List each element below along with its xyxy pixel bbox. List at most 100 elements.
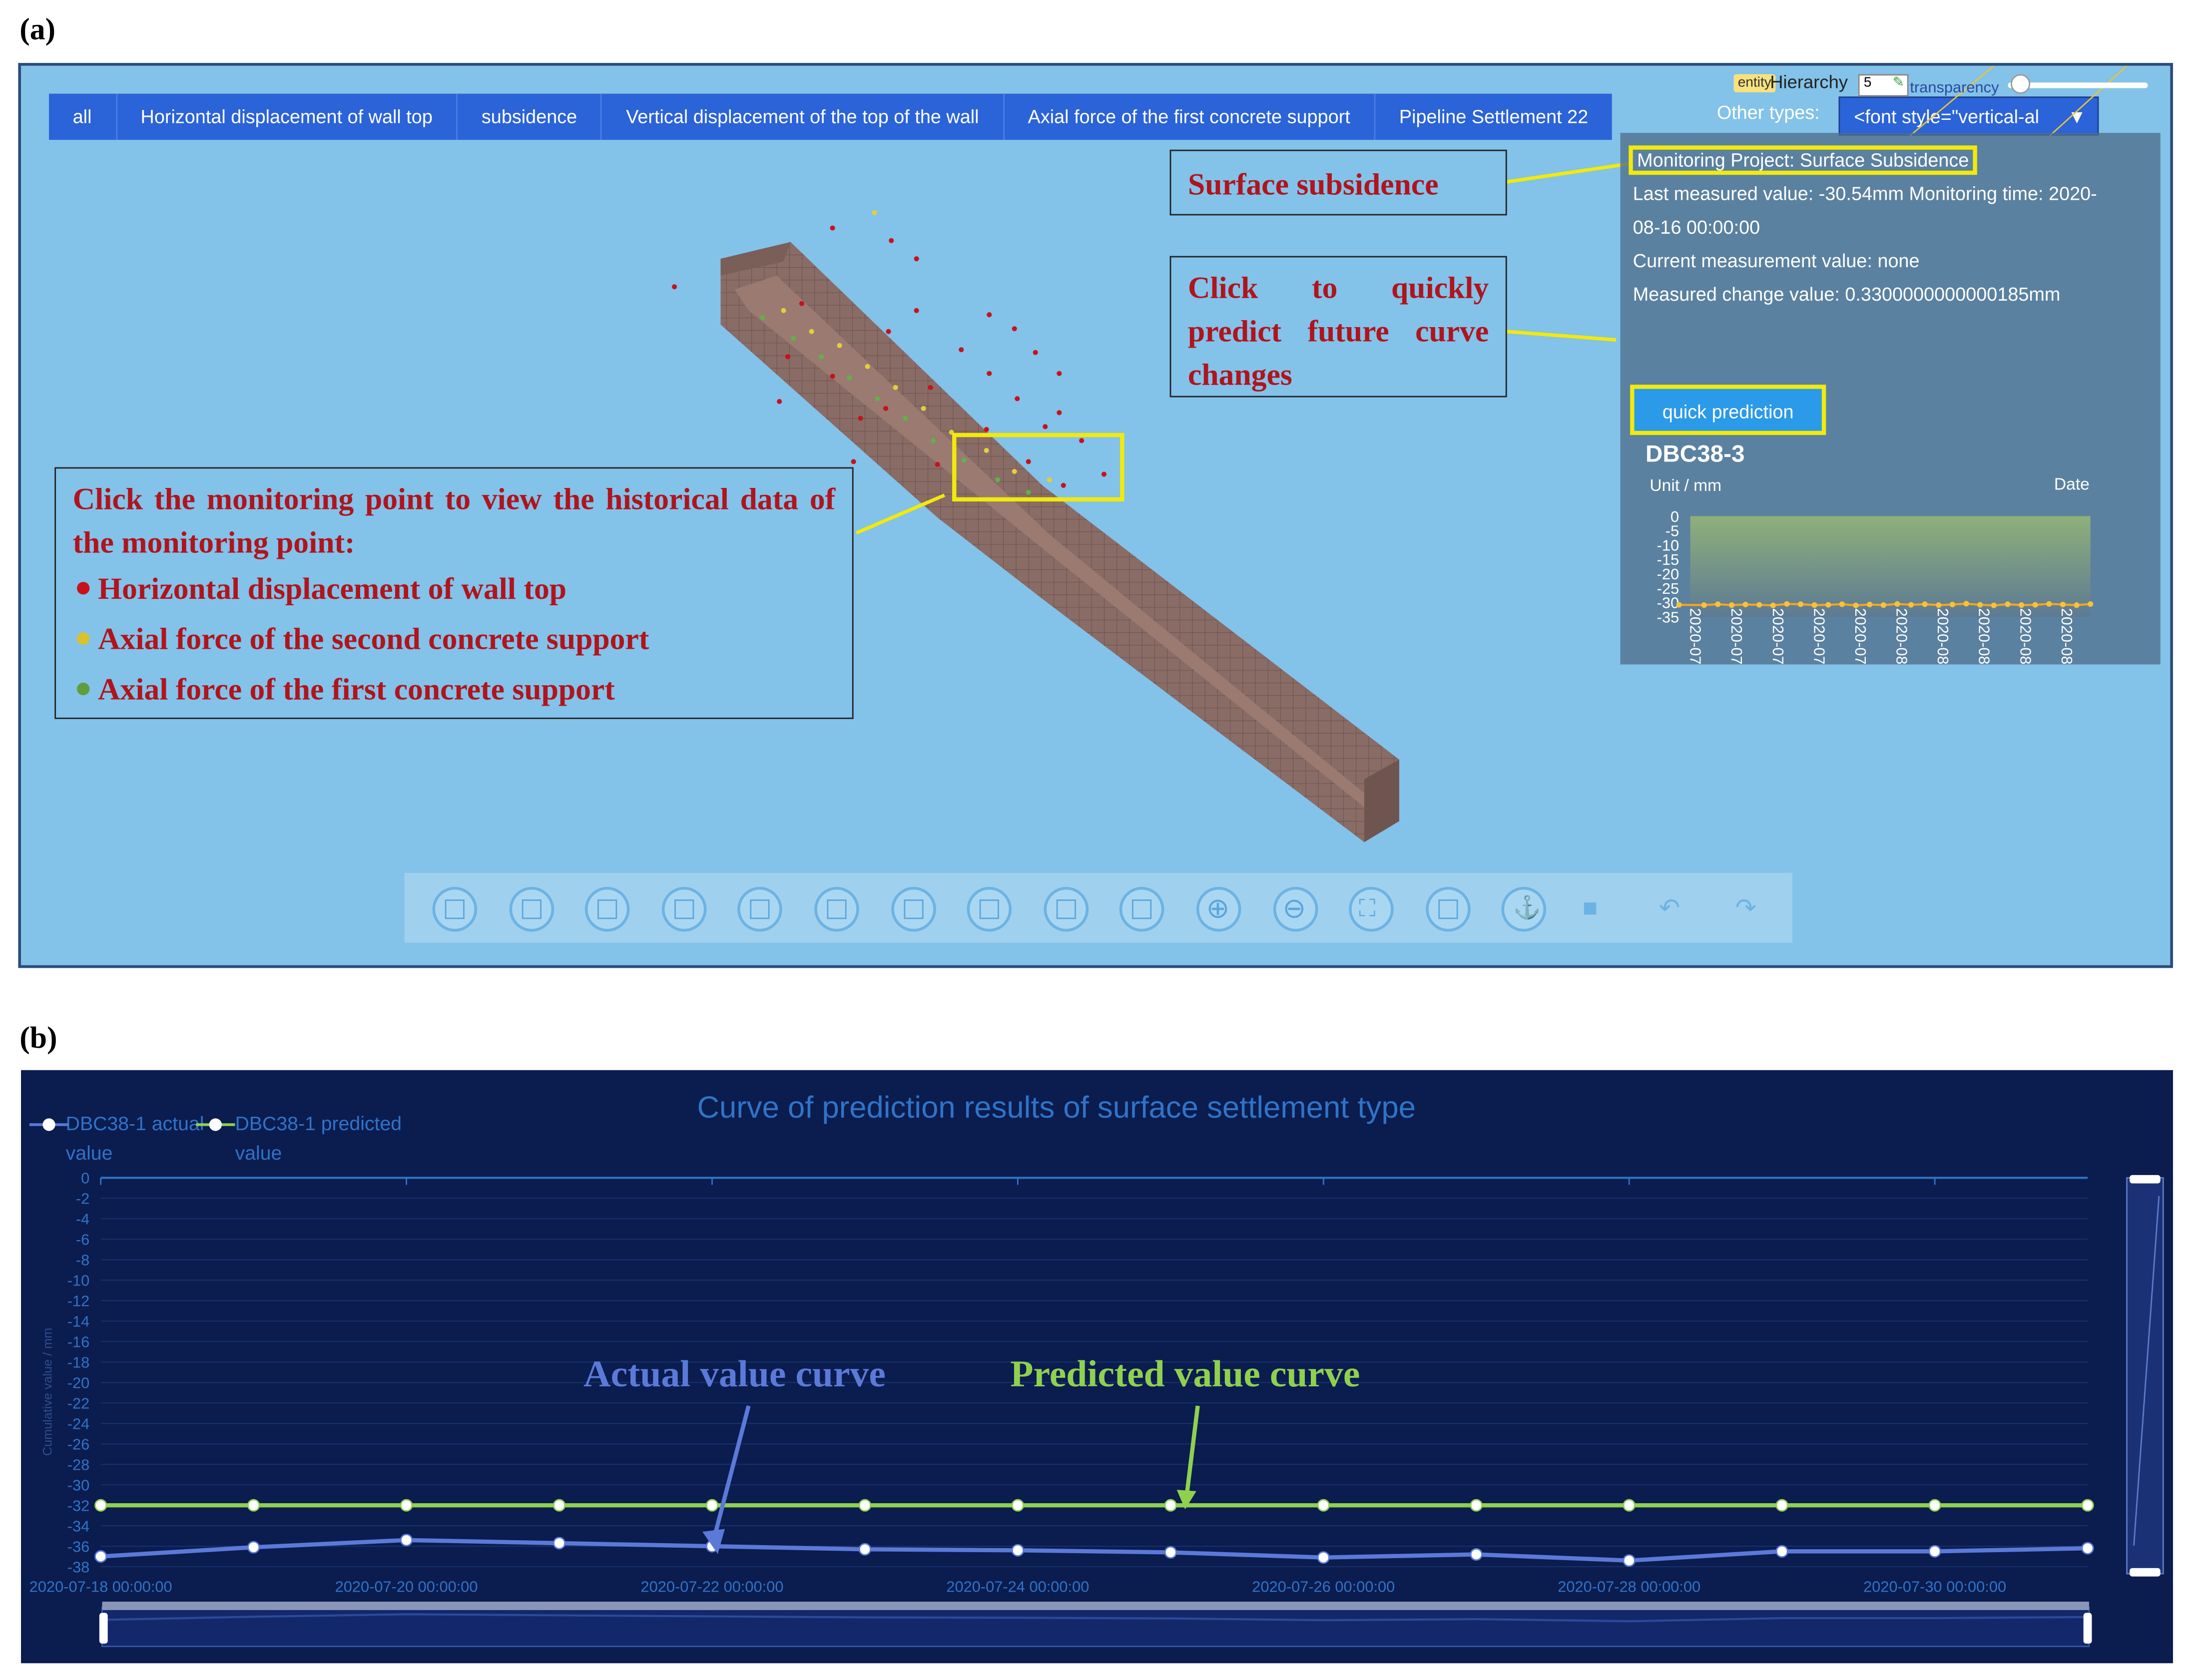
arrow-to-quick-prediction xyxy=(1507,330,1617,342)
actual-value-line xyxy=(100,1538,2088,1563)
arrow-to-points xyxy=(855,493,946,535)
mini-x-tick: 2020-07-24 xyxy=(1769,608,1787,665)
monitoring-point-red xyxy=(1061,482,1066,488)
tab-subsidence[interactable]: subsidence xyxy=(458,93,602,140)
predicted-value-point xyxy=(1470,1499,1483,1512)
mini-x-tick: 2020-07-21 xyxy=(1728,608,1745,665)
view-iso-1-button[interactable] xyxy=(891,886,936,932)
monitoring-info-panel: Monitoring Project: Surface Subsidence L… xyxy=(1620,133,2161,665)
other-types-select[interactable]: <font style="vertical-al ▼ xyxy=(1838,96,2099,136)
section-box-icon xyxy=(1438,899,1458,919)
view-front-icon xyxy=(445,899,465,919)
hierarchy-input[interactable]: 5 ✎ xyxy=(1858,74,1909,97)
wall-bottom-end xyxy=(1364,759,1399,842)
walk-mode-button[interactable]: ⚓ xyxy=(1502,886,1547,932)
y-tick-label: -14 xyxy=(67,1313,90,1330)
prediction-line-chart[interactable]: Cumulative value / mm 0-2-4-6-8-10-12-14… xyxy=(21,1070,2173,1664)
legend-predicted[interactable]: DBC38-1 predicted value xyxy=(196,1109,403,1168)
view-iso-1-icon xyxy=(903,899,923,919)
tab-all[interactable]: all xyxy=(49,93,117,140)
view-top-button[interactable] xyxy=(738,886,783,932)
monitoring-point-yellow xyxy=(872,210,877,215)
tab-pipeline-settlement[interactable]: Pipeline Settlement 22 xyxy=(1399,106,1589,127)
monitoring-point-red xyxy=(858,416,863,421)
monitoring-point-red xyxy=(672,284,677,290)
prediction-chart-panel: Curve of prediction results of surface s… xyxy=(21,1070,2173,1664)
monitoring-point-green xyxy=(1026,489,1031,495)
rotate-right-icon: ↷ xyxy=(1735,893,1757,922)
mini-series-point xyxy=(1949,601,1956,608)
view-front-button[interactable] xyxy=(432,886,478,932)
mini-chart-unit: Unit / mm xyxy=(1649,475,1722,495)
monitoring-point-yellow xyxy=(893,385,898,390)
zoom-in-icon: ⊕ xyxy=(1206,893,1230,925)
actual-value-point xyxy=(1623,1554,1636,1567)
data-zoom-slider-bar xyxy=(102,1602,2089,1610)
view-iso-4-button[interactable] xyxy=(1119,886,1165,932)
legend-actual[interactable]: DBC38-1 actual value xyxy=(29,1109,206,1168)
predicted-value-point xyxy=(400,1499,413,1512)
actual-value-point xyxy=(552,1537,566,1550)
mini-x-tick: 2020-08-02 xyxy=(1893,608,1911,665)
annotation-click-to-predict: Click to quickly predict future curve ch… xyxy=(1169,256,1507,398)
tab-vertical-displacement[interactable]: Vertical displacement of the top of the … xyxy=(602,93,1004,140)
bim-3d-viewer[interactable]: all Horizontal displacement of wall top … xyxy=(18,63,2173,968)
predicted-value-point xyxy=(858,1499,872,1512)
rotate-left-button[interactable]: ↶ xyxy=(1654,887,1699,932)
section-box-button[interactable] xyxy=(1425,886,1471,932)
monitoring-point-red xyxy=(799,301,805,306)
y-tick-label: -8 xyxy=(76,1252,89,1269)
predicted-value-point xyxy=(1011,1499,1025,1512)
panel-a-label: (a) xyxy=(19,11,56,46)
predicted-value-point xyxy=(2081,1499,2094,1512)
tab-axial-force-first-support[interactable]: Axial force of the first concrete suppor… xyxy=(1004,93,1376,140)
vertical-zoom-handle-bottom xyxy=(2130,1568,2161,1577)
transparency-slider-thumb[interactable] xyxy=(2011,74,2031,94)
info-last-measured-time: 08-16 00:00:00 xyxy=(1633,217,1760,238)
rotate-right-button[interactable]: ↷ xyxy=(1731,887,1776,932)
mini-series-point xyxy=(2088,601,2094,607)
monitoring-point-red xyxy=(1057,410,1062,416)
mini-y-tick: -35 xyxy=(1657,608,1679,626)
predicted-value-point xyxy=(1164,1499,1177,1512)
mini-series-point xyxy=(1867,601,1873,608)
entity-badge[interactable]: entity xyxy=(1733,74,1776,92)
actual-value-point xyxy=(1928,1545,1941,1558)
mini-series-point xyxy=(1936,602,1942,608)
tab-horizontal-displacement[interactable]: Horizontal displacement of wall top xyxy=(117,93,458,140)
view-back-button[interactable] xyxy=(509,886,554,932)
monitoring-point-yellow xyxy=(865,364,870,369)
monitoring-point-red xyxy=(935,461,940,467)
monitoring-point-red xyxy=(984,426,989,432)
transparency-slider[interactable] xyxy=(2008,82,2148,88)
view-right-button[interactable] xyxy=(661,886,706,932)
predicted-value-point xyxy=(94,1499,107,1512)
retaining-wall-3d-model[interactable] xyxy=(21,66,2173,968)
view-bottom-button[interactable] xyxy=(814,886,859,932)
monitoring-point-red xyxy=(914,256,919,262)
monitoring-point-green xyxy=(791,336,796,341)
mini-y-tick: -30 xyxy=(1657,594,1679,612)
monitoring-point-red xyxy=(1101,471,1107,477)
mini-series-point xyxy=(1922,601,1928,607)
mini-series-point xyxy=(1839,601,1845,607)
monitoring-points[interactable] xyxy=(672,210,1107,495)
view-iso-2-button[interactable] xyxy=(967,886,1012,932)
zoom-in-button[interactable]: ⊕ xyxy=(1196,886,1241,932)
view-iso-3-button[interactable] xyxy=(1043,886,1089,932)
hierarchy-label: Hierarchy xyxy=(1770,71,1848,92)
view-left-button[interactable] xyxy=(585,886,630,932)
vertical-zoom-slider xyxy=(2126,1177,2164,1575)
y-tick-label: -24 xyxy=(67,1415,90,1432)
chart-title: Curve of prediction results of surface s… xyxy=(697,1089,1416,1125)
zoom-out-button[interactable]: ⊖ xyxy=(1272,886,1318,932)
fit-view-icon: ⛶ xyxy=(1359,895,1376,922)
fit-view-button[interactable]: ⛶ xyxy=(1349,886,1394,932)
mini-x-tick: 2020-08-14 xyxy=(2058,608,2076,665)
quick-prediction-button[interactable]: quick prediction xyxy=(1630,385,1826,435)
y-tick-label: -16 xyxy=(67,1333,90,1351)
cube-button[interactable]: ■ xyxy=(1579,887,1624,932)
mini-series-point xyxy=(2032,602,2038,608)
